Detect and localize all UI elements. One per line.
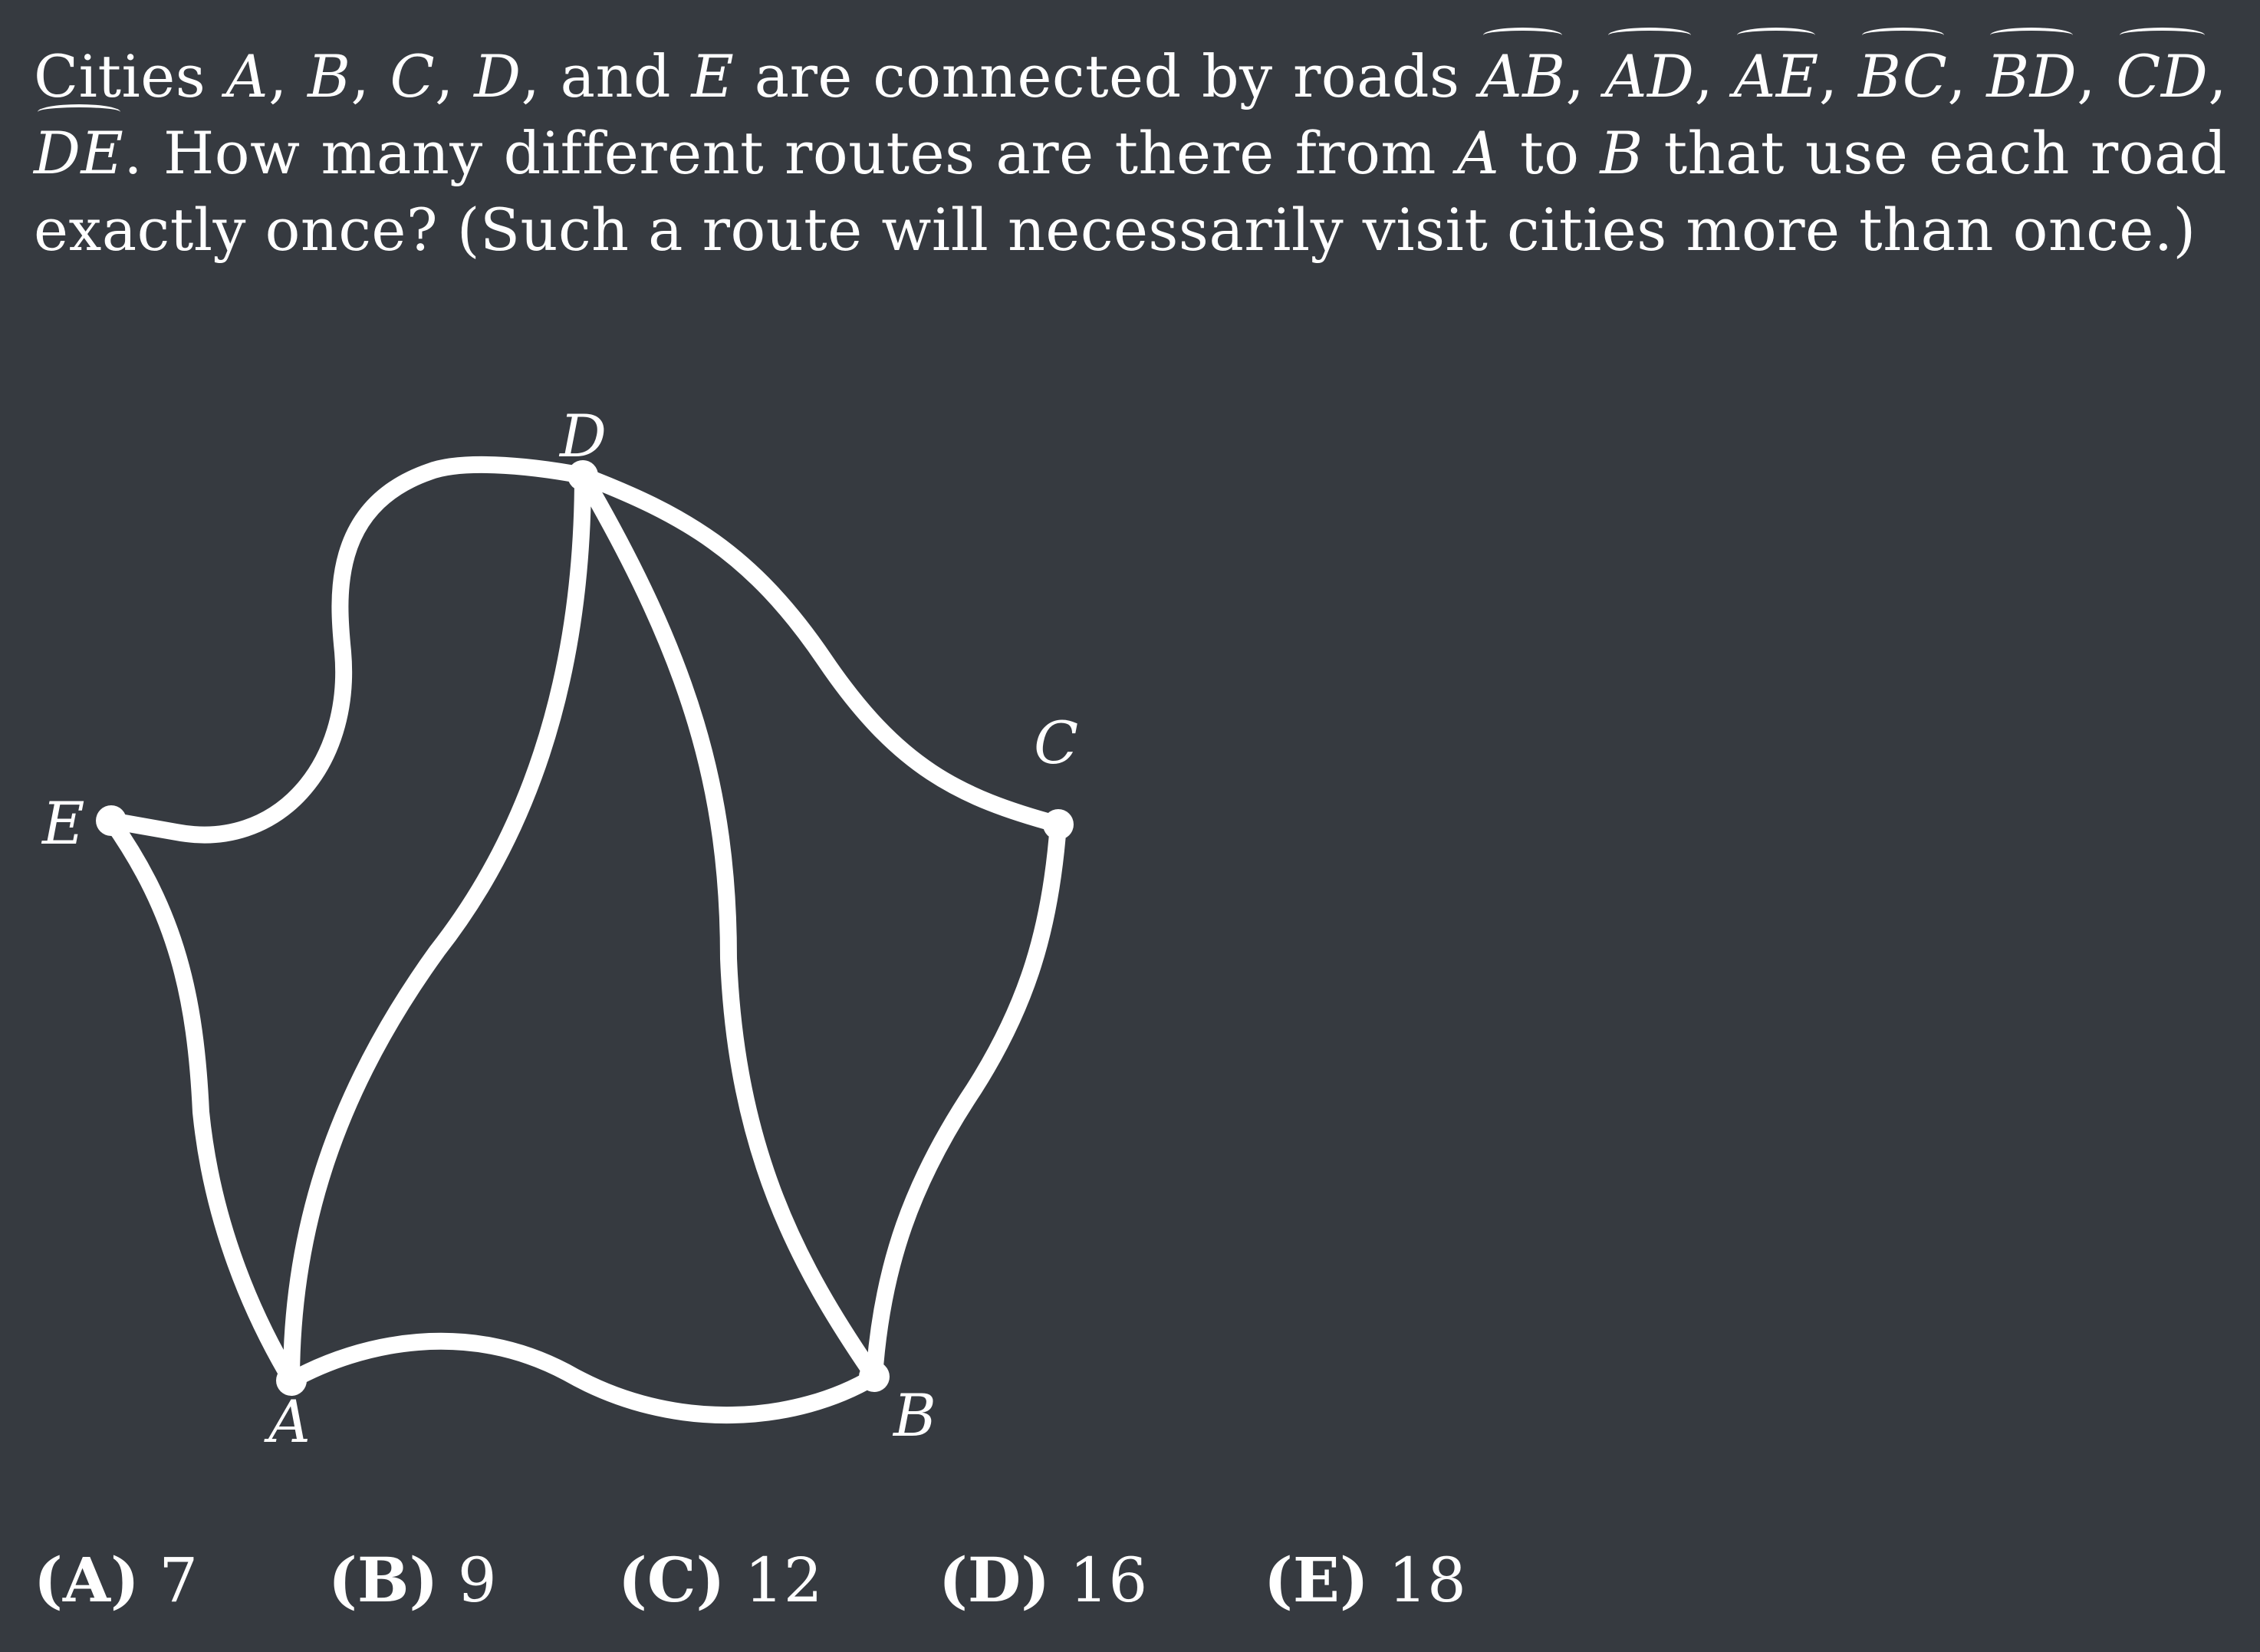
city-C: C — [390, 42, 436, 110]
city-label-A: A — [264, 1387, 311, 1456]
city-E: E — [691, 42, 735, 110]
city-dot-B — [859, 1361, 890, 1392]
choice-B-value: 9 — [457, 1545, 497, 1616]
city-label-D: D — [558, 402, 607, 470]
city-dot-E — [96, 805, 127, 836]
choice-A-letter: (A) — [34, 1544, 140, 1616]
city-D: D — [474, 42, 521, 110]
road-BC-curve — [866, 816, 1067, 1385]
city-label-E: E — [41, 789, 84, 857]
road-DE: DE — [34, 104, 123, 192]
choice-B[interactable]: (B) 9 — [328, 1542, 497, 1619]
choice-D-letter: (D) — [939, 1544, 1051, 1616]
question-start: How many different routes are there from — [163, 119, 1436, 187]
choice-D[interactable]: (D) 16 — [939, 1542, 1147, 1619]
choice-C[interactable]: (C) 12 — [618, 1542, 823, 1619]
city-label-C: C — [1034, 709, 1078, 777]
intro-word: Cities — [34, 42, 206, 110]
choice-E-letter: (E) — [1264, 1544, 1369, 1616]
road-CD: CD — [2116, 28, 2208, 115]
road-AB-curve — [283, 1332, 883, 1424]
road-BD: BD — [1986, 28, 2077, 115]
choice-C-letter: (C) — [618, 1544, 725, 1616]
city-dot-A — [276, 1365, 307, 1396]
city-label-B: B — [892, 1381, 936, 1450]
from-city: A — [1456, 119, 1500, 187]
city-B: B — [308, 42, 351, 110]
city-labels: A B C D E — [41, 402, 1078, 1456]
to-city: B — [1600, 119, 1643, 187]
choice-A-value: 7 — [159, 1545, 199, 1616]
choice-D-value: 16 — [1069, 1545, 1148, 1616]
problem-statement: Cities A, B, C, D, and E are connected b… — [34, 28, 2227, 268]
road-CD-curve — [574, 467, 1067, 833]
question-note: (Such a route will necessarily visit cit… — [456, 196, 2196, 264]
choice-A[interactable]: (A) 7 — [34, 1542, 198, 1619]
road-AD: AD — [1605, 28, 1695, 115]
connector-text: are connected by roads — [754, 42, 1460, 110]
road-AE-curve — [103, 812, 300, 1389]
city-A: A — [225, 42, 269, 110]
road-AB: AB — [1480, 28, 1566, 115]
road-AE: AE — [1734, 28, 1819, 115]
choice-B-letter: (B) — [328, 1544, 439, 1616]
roads — [103, 456, 1067, 1424]
city-dots — [96, 460, 1074, 1396]
choice-E-value: 18 — [1388, 1545, 1466, 1616]
city-dot-D — [567, 460, 598, 491]
choice-C-value: 12 — [744, 1545, 823, 1616]
to-word: to — [1520, 119, 1580, 187]
road-BC: BC — [1858, 28, 1947, 115]
road-DE-curve — [103, 456, 591, 844]
road-BD-curve — [574, 467, 883, 1385]
city-dot-C — [1043, 809, 1074, 840]
choice-E[interactable]: (E) 18 — [1264, 1542, 1466, 1619]
question-end: that use each road exactly once? — [34, 119, 2227, 264]
road-AD-curve — [283, 467, 591, 1389]
